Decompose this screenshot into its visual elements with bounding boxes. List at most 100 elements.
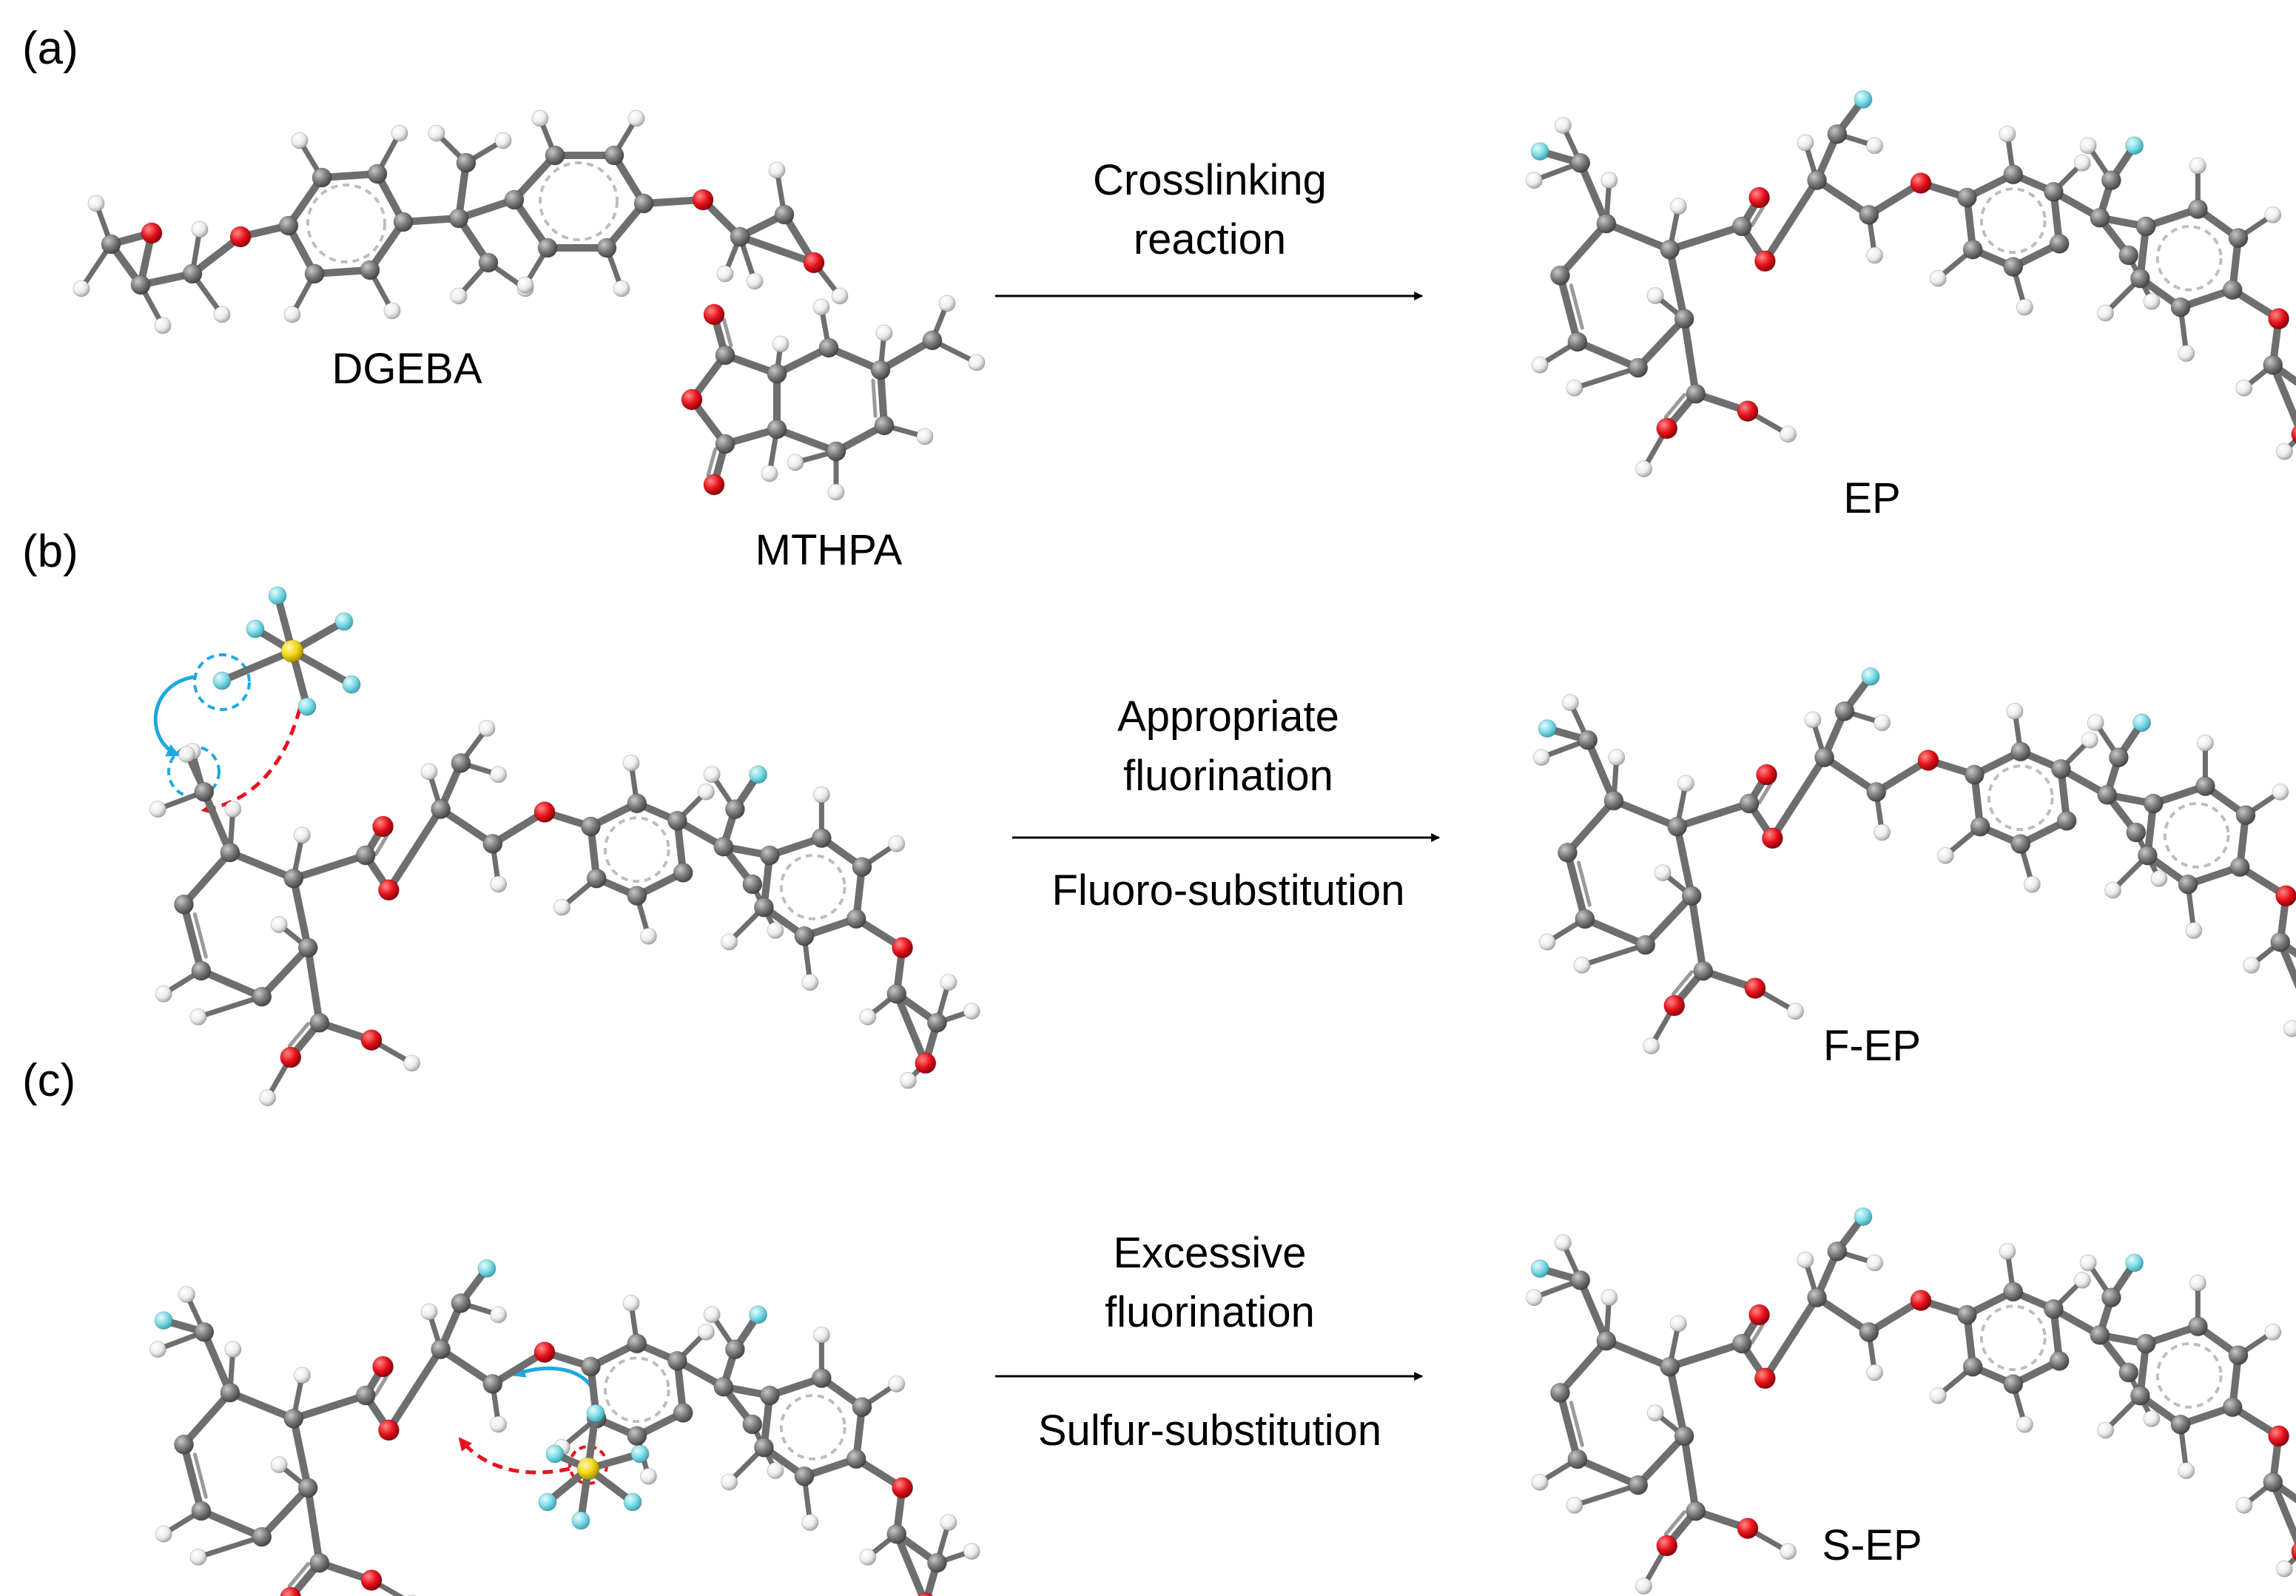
carbon-atom bbox=[456, 152, 477, 173]
hydrogen-atom bbox=[859, 1008, 877, 1026]
carbon-atom bbox=[1558, 842, 1578, 863]
carbon-atom bbox=[252, 1526, 272, 1547]
bond bbox=[195, 1534, 265, 1560]
fluorine-atom bbox=[2132, 713, 2152, 733]
carbon-atom bbox=[278, 215, 299, 236]
carbon-atom bbox=[309, 1552, 330, 1573]
carbon-atom bbox=[1866, 781, 1887, 802]
carbon-atom bbox=[1570, 152, 1591, 173]
bond bbox=[366, 218, 407, 274]
carbon-atom bbox=[2090, 207, 2110, 228]
carbon-atom bbox=[1962, 239, 1983, 260]
carbon-atom bbox=[1603, 790, 1624, 811]
carbon-atom bbox=[2222, 1397, 2243, 1418]
carbon-atom bbox=[451, 752, 471, 773]
carbon-atom bbox=[2187, 1316, 2208, 1337]
fluorine-atom bbox=[154, 1311, 173, 1330]
reactant-label-dgeba: DGEBA bbox=[331, 345, 482, 393]
bond bbox=[1602, 220, 1674, 254]
bond bbox=[180, 849, 234, 909]
bond bbox=[289, 1415, 312, 1492]
carbon-atom bbox=[2195, 776, 2215, 797]
carbon-atom bbox=[194, 1321, 215, 1342]
carbon-atom bbox=[586, 868, 607, 889]
hydrogen-atom bbox=[1866, 1364, 1884, 1381]
hydrogen-atom bbox=[2275, 1560, 2293, 1578]
bond bbox=[385, 1345, 445, 1434]
bond bbox=[289, 1392, 370, 1423]
carbon-atom bbox=[2130, 268, 2150, 289]
oxygen-atom bbox=[1756, 764, 1778, 786]
bond bbox=[1583, 736, 1617, 805]
bond bbox=[180, 1441, 205, 1515]
carbon-atom bbox=[2003, 1374, 2024, 1395]
hydrogen-atom bbox=[1525, 172, 1543, 189]
bond bbox=[2269, 1478, 2296, 1548]
carbon-atom bbox=[355, 1385, 376, 1406]
hydrogen-atom bbox=[1669, 1315, 1687, 1333]
bond bbox=[200, 1328, 234, 1397]
hydrogen-atom bbox=[639, 927, 657, 945]
fluorine-atom bbox=[1854, 1207, 1873, 1226]
carbon-atom bbox=[1674, 309, 1694, 329]
carbon-atom bbox=[1660, 1356, 1680, 1377]
hydrogen-atom bbox=[801, 1514, 819, 1532]
carbon-atom bbox=[2056, 810, 2077, 831]
hydrogen-atom bbox=[1874, 714, 1891, 732]
panel-label-b: (b) bbox=[22, 526, 78, 577]
carbon-atom bbox=[580, 816, 601, 837]
oxygen-atom bbox=[915, 1052, 937, 1074]
hydrogen-atom bbox=[1780, 1543, 1797, 1560]
bond bbox=[1680, 314, 1700, 398]
bond bbox=[437, 805, 496, 848]
carbon-atom bbox=[220, 1382, 240, 1403]
hydrogen-atom bbox=[1780, 425, 1797, 443]
hydrogen-atom bbox=[768, 161, 786, 179]
hydrogen-atom bbox=[2196, 734, 2214, 752]
hydrogen-atom bbox=[812, 1326, 830, 1344]
bond bbox=[1666, 246, 1689, 323]
carbon-atom bbox=[886, 1523, 907, 1544]
arrow-label-c-line1: Excessive bbox=[1113, 1229, 1307, 1277]
carbon-atom bbox=[818, 337, 839, 358]
carbon-atom bbox=[431, 1339, 451, 1360]
carbon-atom bbox=[1814, 747, 1835, 768]
hydrogen-atom bbox=[403, 1054, 421, 1072]
oxygen-atom bbox=[1748, 1304, 1771, 1326]
double-bond bbox=[374, 834, 389, 857]
aromatic-ring bbox=[779, 1394, 846, 1461]
double-bond bbox=[374, 1374, 389, 1397]
oxygen-atom bbox=[1761, 827, 1783, 849]
hydrogen-atom bbox=[2275, 442, 2293, 460]
oxygen-atom bbox=[892, 1477, 914, 1499]
double-bond bbox=[871, 378, 878, 418]
oxygen-atom bbox=[2275, 885, 2296, 907]
double-bond bbox=[1569, 1401, 1584, 1447]
product-label-ep: EP bbox=[1843, 474, 1901, 522]
bond bbox=[200, 788, 234, 857]
carbon-atom bbox=[393, 212, 414, 232]
hydrogen-atom bbox=[968, 354, 986, 371]
hydrogen-atom bbox=[293, 1367, 311, 1384]
hydrogen-atom bbox=[888, 835, 906, 852]
oxygen-atom bbox=[372, 815, 394, 838]
fluorine-atom bbox=[623, 1492, 642, 1512]
hydrogen-atom bbox=[155, 1525, 172, 1543]
fluorine-atom bbox=[1538, 719, 1557, 738]
carbon-atom bbox=[596, 238, 617, 258]
hydrogen-atom bbox=[1646, 287, 1664, 305]
hydrogen-atom bbox=[178, 746, 195, 763]
bond bbox=[304, 1484, 323, 1567]
oxygen-atom bbox=[280, 1586, 302, 1596]
hydrogen-atom bbox=[1797, 1251, 1814, 1269]
carbon-atom bbox=[2003, 257, 2024, 277]
carbon-atom bbox=[1964, 764, 1984, 785]
carbon-atom bbox=[1596, 213, 1617, 234]
hydrogen-atom bbox=[1643, 1037, 1660, 1055]
carbon-atom bbox=[715, 345, 735, 366]
double-bond bbox=[1750, 205, 1765, 228]
hydrogen-atom bbox=[963, 1543, 980, 1560]
carbon-atom bbox=[926, 1552, 947, 1573]
hydrogen-atom bbox=[2150, 869, 2168, 887]
bond bbox=[1556, 1337, 1610, 1397]
